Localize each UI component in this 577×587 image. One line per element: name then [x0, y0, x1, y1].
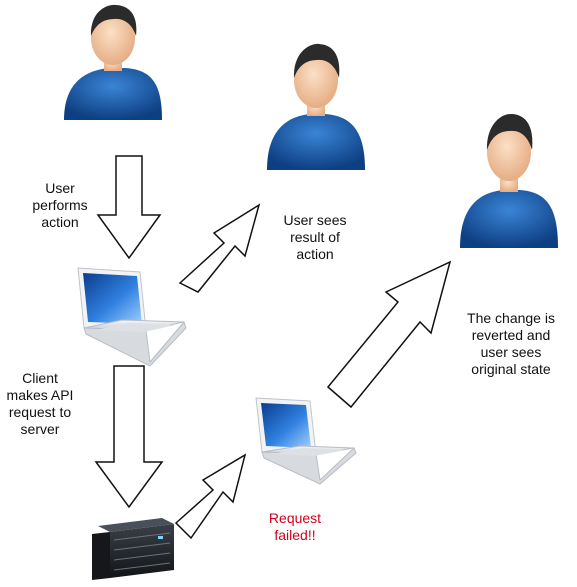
arrow-down-user-to-laptop: [96, 155, 162, 260]
user-icon-top: [64, 4, 162, 120]
server-icon: [92, 518, 174, 580]
user-icon-middle: [267, 43, 365, 170]
label-request-failed: Request failed!!: [268, 510, 322, 543]
arrow-down-laptop-to-server: [94, 365, 164, 509]
label-user-sees-result: User sees result of action: [283, 212, 347, 262]
label-client-api-request: Client makes API request to server: [6, 370, 74, 437]
label-user-performs-action: User performs action: [32, 180, 88, 230]
user-icon-right: [460, 113, 558, 248]
label-change-reverted: The change is reverted and user sees ori…: [467, 310, 555, 377]
laptop-icon-client: [77, 267, 187, 367]
laptop-icon-failed: [255, 397, 357, 485]
arrow-up-laptop-to-user: [178, 203, 261, 293]
arrow-up-laptop-to-user-right: [326, 260, 452, 409]
arrow-up-server-to-laptop: [174, 453, 247, 540]
